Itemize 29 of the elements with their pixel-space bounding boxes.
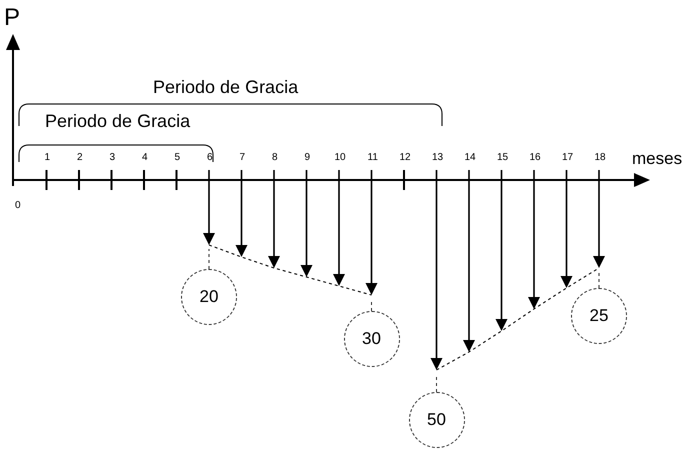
tick-label: 9 <box>304 153 310 163</box>
axis-label: P <box>4 6 20 30</box>
amount-circle: 20 <box>181 269 237 325</box>
leader-line <box>598 272 600 288</box>
tick-label: 15 <box>497 153 508 163</box>
tick-label: 18 <box>594 153 606 163</box>
leader-line <box>208 248 210 270</box>
period-label: Periodo de Gracia <box>153 78 298 96</box>
amount-circle: 25 <box>571 288 627 344</box>
tick-label: 17 <box>562 153 574 163</box>
tick-label: 14 <box>464 153 476 163</box>
period-label: Periodo de Gracia <box>45 112 190 130</box>
tick-label: 5 <box>174 153 180 163</box>
tick-label: 4 <box>142 153 148 163</box>
amount-circle: 30 <box>344 311 400 367</box>
tick-label: 16 <box>530 153 541 163</box>
tick-label: 7 <box>240 153 246 163</box>
tick-label: 13 <box>432 153 444 163</box>
tick-label: 3 <box>110 153 116 163</box>
tick-label: 12 <box>400 153 411 163</box>
tick-label: 2 <box>77 153 83 163</box>
tick-label: 10 <box>334 153 346 163</box>
tick-label: 11 <box>368 153 378 163</box>
tick-label: 1 <box>44 153 50 163</box>
axis-label: meses <box>632 150 682 167</box>
tick-label: 8 <box>272 153 278 163</box>
amount-circle: 50 <box>408 392 464 448</box>
tick-label: 6 <box>207 153 213 163</box>
tick-label: 0 <box>15 201 21 211</box>
